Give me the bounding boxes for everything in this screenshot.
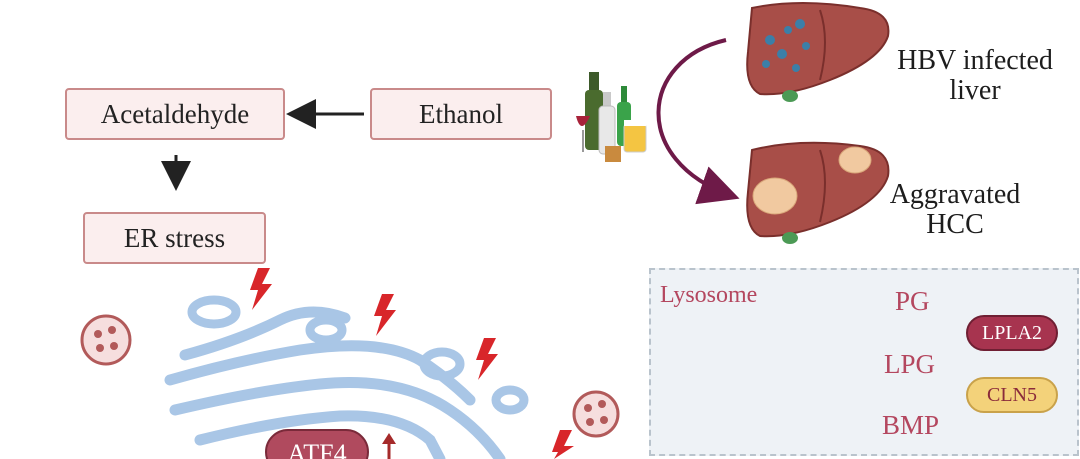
- er-cisternae: [187, 295, 529, 415]
- lightning-icon: [250, 268, 272, 310]
- lightning-icon: [374, 294, 396, 336]
- hbv-liver-label: HBV infected liver: [880, 46, 1070, 106]
- cln5-label: CLN5: [987, 383, 1037, 406]
- lpg-label: LPG: [884, 349, 936, 379]
- lightning-icon: [476, 338, 498, 380]
- curved-progression-arrow: [656, 38, 740, 205]
- hbv-label-line1: HBV infected: [897, 45, 1053, 76]
- atf4-label: ATF4: [287, 439, 347, 459]
- hcc-liver-icon: [746, 141, 890, 244]
- up-arrow-icon: [382, 433, 396, 459]
- er-membrane: [164, 306, 506, 459]
- hbv-infected-liver-icon: [746, 2, 890, 102]
- acetaldehyde-label: Acetaldehyde: [100, 98, 250, 129]
- lightning-icons: [250, 268, 574, 459]
- acetaldehyde-box: Acetaldehyde: [65, 88, 285, 140]
- hbv-label-line2: liver: [949, 75, 1001, 106]
- hcc-label-line2: HCC: [926, 209, 984, 240]
- pg-label: PG: [895, 286, 930, 316]
- vesicle-icon: [80, 314, 132, 366]
- er-stress-label: ER stress: [123, 222, 226, 253]
- ethanol-box: Ethanol: [370, 88, 552, 140]
- ethanol-label: Ethanol: [419, 98, 503, 129]
- cln5-pill: CLN5: [966, 377, 1058, 413]
- atf4-pill: [265, 429, 369, 459]
- bmp-label: BMP: [882, 410, 940, 440]
- lpla2-pill: LPLA2: [966, 315, 1058, 351]
- lightning-icon: [552, 430, 574, 459]
- alcohol-bottles-icon: [576, 72, 647, 162]
- hcc-label: Aggravated HCC: [870, 180, 1040, 240]
- er-stress-box: ER stress: [83, 212, 266, 264]
- vesicle-icon: [572, 390, 620, 438]
- hcc-label-line1: Aggravated: [889, 179, 1021, 210]
- lysosome-panel: [649, 268, 1079, 456]
- lysosome-title: Lysosome: [660, 282, 758, 308]
- lpla2-label: LPLA2: [982, 321, 1042, 344]
